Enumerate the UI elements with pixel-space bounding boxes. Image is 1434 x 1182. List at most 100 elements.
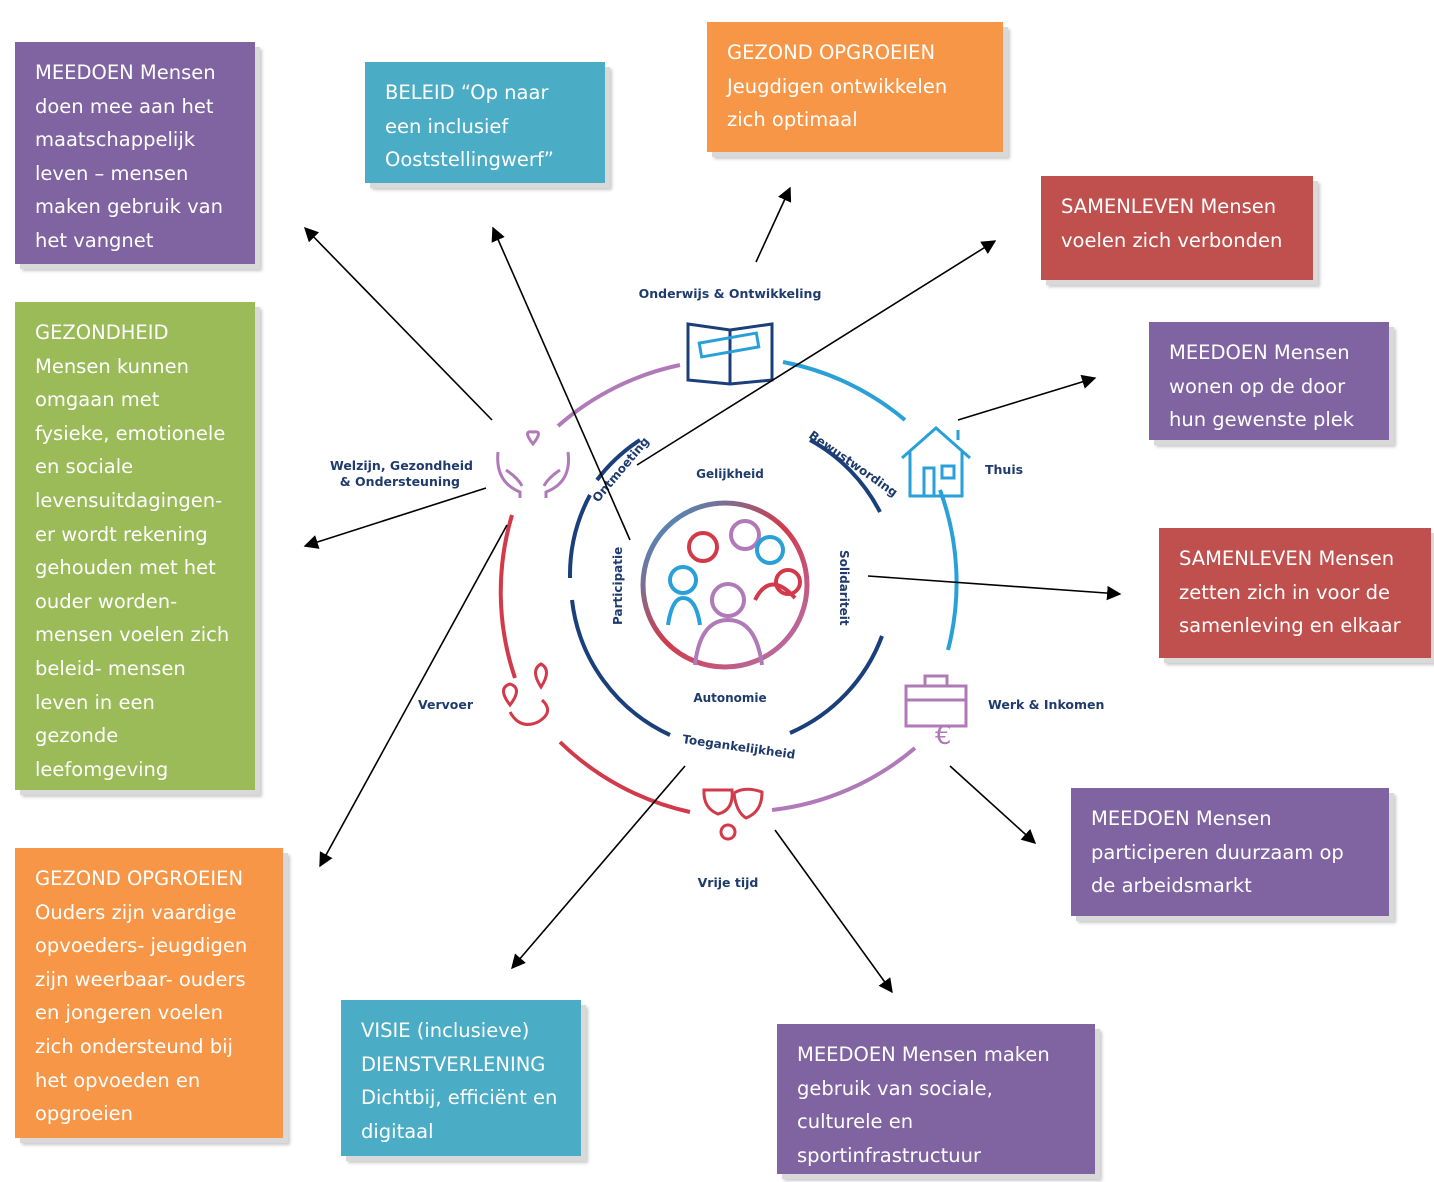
domain-label-vervoer: Vervoer bbox=[418, 697, 474, 712]
box-text-line: SAMENLEVEN Mensen bbox=[1179, 547, 1395, 570]
box-text-line: omgaan met bbox=[35, 388, 160, 412]
value-label-solidariteit: Solidariteit bbox=[837, 550, 851, 626]
book-ruler-icon bbox=[686, 322, 774, 386]
arrow-to-gezondheid bbox=[303, 487, 487, 549]
domain-label-vrije-tijd: Vrije tijd bbox=[698, 875, 759, 890]
box-text-line: zetten zich in voor de bbox=[1179, 580, 1390, 604]
box-text-line: samenleving en elkaar bbox=[1179, 614, 1401, 638]
box-text-line: beleid- mensen bbox=[35, 656, 186, 680]
box-text-line: fysieke, emotionele bbox=[35, 421, 226, 445]
box-text-line: maken gebruik van bbox=[35, 195, 223, 219]
box-text-line: participeren duurzaam op bbox=[1091, 840, 1344, 864]
domain-label-thuis: Thuis bbox=[985, 462, 1023, 477]
box-text-line: zich optimaal bbox=[727, 108, 858, 132]
arrow-to-samenleven-verbonden bbox=[636, 240, 997, 466]
location-route-icon bbox=[502, 662, 550, 726]
box-visie: VISIE (inclusieve) DIENSTVERLENING Dichtbi… bbox=[341, 1000, 581, 1156]
box-text-line: gebruik van sociale, bbox=[797, 1076, 993, 1100]
domain-label-welzijn-1: Welzijn, Gezondheid bbox=[330, 458, 473, 473]
value-label-bewustwording: Bewustwording bbox=[806, 428, 900, 500]
box-meedoen-arbeidsmarkt: MEEDOEN Mensen participeren duurzaam op de… bbox=[1071, 788, 1389, 916]
box-text-line: sportinfrastructuur bbox=[797, 1143, 982, 1167]
box-text-line: MEEDOEN Mensen bbox=[1091, 807, 1272, 830]
box-text-line: Dichtbij, efficiënt en bbox=[361, 1086, 558, 1110]
outer-ring bbox=[498, 360, 959, 814]
box-text-line: opgroeien bbox=[35, 1102, 133, 1126]
box-text-line: MEEDOEN Mensen bbox=[35, 61, 216, 84]
box-samenleven-verbonden: SAMENLEVEN Mensen voelen zich verbonden bbox=[1041, 176, 1313, 280]
box-text-line: BELEID “Op naar bbox=[385, 81, 549, 104]
box-text-line: GEZONDHEID bbox=[35, 321, 169, 344]
box-text-line: zich ondersteund bij bbox=[35, 1034, 233, 1058]
box-samenleven-inzetten: SAMENLEVEN Mensen zetten zich in voor de s… bbox=[1159, 528, 1431, 658]
box-text-line: gezonde bbox=[35, 724, 119, 748]
box-text-line: hun gewenste plek bbox=[1169, 408, 1355, 432]
box-text-line: leven in een bbox=[35, 690, 155, 714]
box-text-line: MEEDOEN Mensen maken bbox=[797, 1043, 1050, 1066]
value-label-gelijkheid: Gelijkheid bbox=[696, 467, 764, 481]
domain-label-onderwijs: Onderwijs & Ontwikkeling bbox=[639, 286, 822, 301]
box-text-line: voelen zich verbonden bbox=[1061, 228, 1283, 252]
box-text-line: en jongeren voelen bbox=[35, 1001, 224, 1025]
arrows bbox=[303, 186, 1122, 994]
box-gezond-opgroeien-bottom: GEZOND OPGROEIEN Ouders zijn vaardige opvo… bbox=[15, 848, 283, 1138]
value-label-toegankelijkheid: Toegankelijkheid bbox=[682, 732, 797, 762]
box-text-line: zijn weerbaar- ouders bbox=[35, 967, 246, 991]
box-text-line: GEZOND OPGROEIEN bbox=[727, 41, 936, 64]
box-text-line: leven – mensen bbox=[35, 161, 189, 185]
box-text-line: wonen op de door bbox=[1169, 374, 1346, 398]
box-text-line: er wordt rekening bbox=[35, 522, 208, 546]
theater-masks-icon bbox=[702, 787, 764, 841]
people-circle bbox=[640, 500, 810, 670]
box-text-line: Ouders zijn vaardige bbox=[35, 900, 237, 924]
svg-text:€: € bbox=[935, 721, 952, 751]
box-meedoen-infrastructuur: MEEDOEN Mensen maken gebruik van sociale,… bbox=[777, 1024, 1095, 1174]
box-meedoen-wonen: MEEDOEN Mensen wonen op de door hun gewens… bbox=[1149, 322, 1389, 440]
box-gezond-opgroeien-top: GEZOND OPGROEIEN Jeugdigen ontwikkelen zic… bbox=[707, 22, 1003, 152]
box-text-line: Jeugdigen ontwikkelen bbox=[727, 74, 948, 98]
value-label-autonomie: Autonomie bbox=[693, 691, 766, 705]
arrow-to-meedoen-wonen bbox=[957, 374, 1097, 421]
box-text-line: doen mee aan het bbox=[35, 94, 214, 118]
arrow-to-meedoen-arbeidsmarkt bbox=[949, 765, 1037, 844]
box-gezondheid: GEZONDHEID Mensen kunnen omgaan met fysieke… bbox=[15, 302, 255, 790]
domain-label-werk: Werk & Inkomen bbox=[988, 697, 1104, 712]
box-meedoen-vangnet: MEEDOEN Mensen doen mee aan het maatschapp… bbox=[15, 42, 255, 264]
arrow-to-gezond-opgroeien-bottom bbox=[319, 524, 508, 868]
house-icon bbox=[901, 425, 971, 498]
box-text-line: GEZOND OPGROEIEN bbox=[35, 867, 244, 890]
hands-heart-icon bbox=[496, 430, 571, 498]
box-text-line: het opvoeden en bbox=[35, 1068, 201, 1092]
box-text-line: DIENSTVERLENING bbox=[361, 1052, 546, 1076]
box-text-line: digitaal bbox=[361, 1119, 434, 1143]
domain-label-welzijn-2: & Ondersteuning bbox=[340, 474, 460, 489]
arrow-to-meedoen-vangnet bbox=[303, 226, 493, 421]
briefcase-euro-icon: € bbox=[904, 674, 968, 751]
box-text-line: culturele en bbox=[797, 1110, 914, 1134]
box-text-line: opvoeders- jeugdigen bbox=[35, 934, 248, 958]
box-text-line: mensen voelen zich bbox=[35, 623, 230, 647]
box-text-line: een inclusief bbox=[385, 114, 509, 138]
arrow-to-visie bbox=[511, 765, 686, 970]
value-label-participatie: Participatie bbox=[611, 547, 625, 625]
box-text-line: leefomgeving bbox=[35, 757, 169, 781]
arrow-to-meedoen-infrastructuur bbox=[774, 829, 893, 994]
box-text-line: Mensen kunnen bbox=[35, 354, 190, 378]
box-text-line: maatschappelijk bbox=[35, 128, 196, 152]
box-text-line: ouder worden- bbox=[35, 589, 178, 613]
box-text-line: de arbeidsmarkt bbox=[1091, 874, 1252, 898]
box-text-line: levensuitdagingen- bbox=[35, 488, 223, 512]
arrow-to-samenleven-inzetten bbox=[867, 575, 1122, 601]
box-text-line: het vangnet bbox=[35, 228, 154, 252]
box-text-line: MEEDOEN Mensen bbox=[1169, 341, 1350, 364]
arrow-to-gezond-opgroeien-top bbox=[755, 186, 792, 263]
box-text-line: gehouden met het bbox=[35, 556, 216, 580]
box-text-line: VISIE (inclusieve) bbox=[361, 1019, 530, 1042]
arrow-to-beleid bbox=[491, 226, 631, 541]
box-text-line: en sociale bbox=[35, 455, 134, 479]
box-text-line: SAMENLEVEN Mensen bbox=[1061, 195, 1277, 218]
box-text-line: Ooststellingwerf” bbox=[385, 148, 554, 172]
inner-ring bbox=[567, 438, 884, 737]
